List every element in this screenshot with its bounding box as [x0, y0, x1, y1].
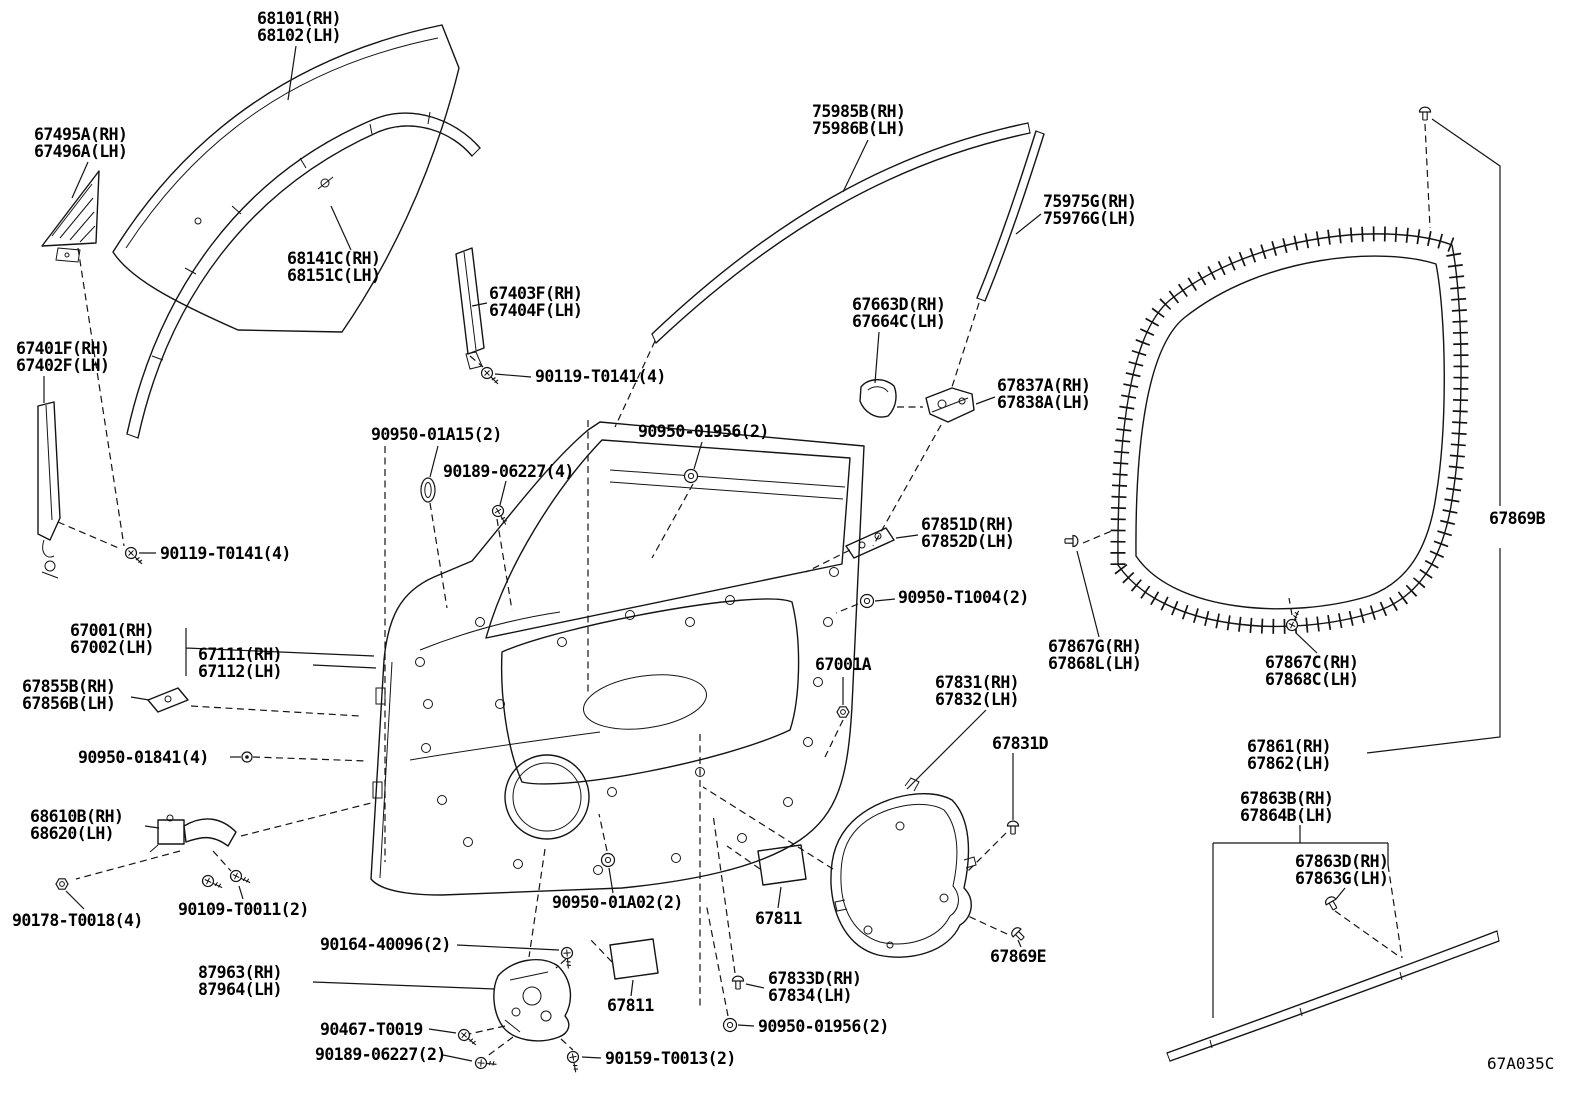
part-label-67861: 67861(RH) 67862(LH) [1247, 737, 1332, 773]
part-label-67663D: 67663D(RH) 67664C(LH) [852, 295, 946, 331]
part-label-67867C: 67867C(RH) 67868C(LH) [1265, 653, 1359, 689]
leader-lines [43, 45, 1501, 1062]
opening-weatherstrip-drawing [1110, 226, 1469, 634]
screw-icon [457, 1027, 477, 1048]
frame-cover-drawing [859, 379, 975, 423]
part-label-90159-T0013: 90159-T0013(2) [605, 1049, 736, 1068]
division-channel-drawing [455, 247, 485, 370]
part-label-90950-T1004: 90950-T1004(2) [898, 588, 1029, 607]
screw-icon [480, 366, 499, 385]
grommet-icon [683, 468, 699, 484]
door-glass-drawing [112, 24, 460, 333]
clip-icon [731, 975, 745, 990]
lower-molding-drawing [1166, 930, 1500, 1062]
screw-icon [200, 871, 223, 894]
service-cover-drawing [830, 777, 977, 958]
belt-bracket-drawing [147, 527, 895, 713]
part-label-90178-T0018: 90178-T0018(4) [12, 911, 143, 930]
part-label-90119-T0141-a: 90119-T0141(4) [535, 367, 666, 386]
part-label-68101: 68101(RH) 68102(LH) [256, 9, 342, 45]
grommet-icon [859, 593, 875, 609]
dashed-lines [57, 123, 1431, 1058]
rivet-icon [241, 751, 253, 763]
part-label-90950-01A02: 90950-01A02(2) [552, 893, 683, 912]
part-label-67833D: 67833D(RH) 67834(LH) [768, 969, 862, 1005]
part-label-67111: 67111(RH) 67112(LH) [198, 645, 283, 681]
glass-run-channel-drawing [126, 111, 481, 439]
part-label-90950-01841: 90950-01841(4) [78, 748, 209, 767]
part-label-90119-T0141-b: 90119-T0141(4) [160, 544, 291, 563]
seal-ring-icon [420, 477, 436, 503]
part-label-90109-T0011: 90109-T0011(2) [178, 900, 309, 919]
screw-icon [555, 944, 580, 970]
part-label-67863B: 67863B(RH) 67864B(LH) [1240, 789, 1334, 825]
part-label-67403F: 67403F(RH) 67404F(LH) [489, 284, 583, 320]
part-label-90189-06227-a: 90189-06227(4) [443, 462, 574, 481]
part-label-67401F: 67401F(RH) 67402F(LH) [16, 339, 110, 375]
screw-icon [228, 866, 251, 889]
part-label-67869E: 67869E [990, 947, 1047, 966]
corner-trim-drawing [41, 170, 100, 263]
part-label-67855B: 67855B(RH) 67856B(LH) [22, 677, 116, 713]
fastener-icons [55, 106, 1432, 1076]
seal-ring-icon [424, 482, 432, 498]
grommet-icon [722, 1017, 738, 1033]
clip-icon [1064, 534, 1079, 548]
part-label-90189-06227-b: 90189-06227(2) [315, 1045, 446, 1064]
front-sash-drawing [37, 401, 61, 579]
part-label-67831: 67831(RH) 67832(LH) [935, 673, 1020, 709]
part-label-90950-01A15: 90950-01A15(2) [371, 425, 502, 444]
part-label-67811-a: 67811 [755, 909, 802, 928]
part-label-67851D: 67851D(RH) 67852D(LH) [921, 515, 1015, 551]
part-label-90950-01956-a: 90950-01956(2) [638, 422, 769, 441]
part-label-75985B: 75985B(RH) 75986B(LH) [812, 102, 906, 138]
part-label-67863D: 67863D(RH) 67863G(LH) [1295, 852, 1389, 888]
screw-icon [472, 1051, 498, 1076]
screw-icon [561, 1048, 586, 1073]
part-label-67867G: 67867G(RH) 67868L(LH) [1048, 637, 1142, 673]
part-label-68141C: 68141C(RH) 68151C(LH) [287, 249, 381, 285]
nut-icon [55, 878, 69, 890]
part-label-87963: 87963(RH) 87964(LH) [198, 963, 283, 999]
part-label-67001: 67001(RH) 67002(LH) [70, 621, 155, 657]
part-label-67831D: 67831D [992, 734, 1049, 753]
pin-icon [1418, 106, 1432, 121]
part-label-67811-b: 67811 [607, 996, 654, 1015]
lock-assembly-drawing [493, 959, 572, 1042]
part-label-67837A: 67837A(RH) 67838A(LH) [997, 376, 1091, 412]
part-label-75975G: 75975G(RH) 75976G(LH) [1043, 192, 1137, 228]
screw-icon [489, 503, 511, 526]
screw-icon [124, 546, 143, 565]
part-label-67495A: 67495A(RH) 67496A(LH) [34, 125, 128, 161]
part-label-90467-T0019: 90467-T0019 [320, 1020, 423, 1039]
part-label-90164-40096: 90164-40096(2) [320, 935, 451, 954]
part-label-67869B: 67869B [1489, 509, 1546, 528]
door-check-drawing [149, 814, 237, 853]
outer-molding-drawing [651, 122, 1045, 344]
pad-drawing [609, 844, 807, 980]
grommet-icon [600, 852, 616, 868]
part-label-68610B: 68610B(RH) 68620(LH) [30, 807, 124, 843]
part-label-67001A: 67001A [815, 655, 872, 674]
diagram-code: 67A035C [1487, 1054, 1555, 1073]
nut-icon [836, 706, 850, 718]
door-panel-drawing [370, 421, 865, 896]
screw-icon [1282, 610, 1305, 633]
clip-icon [1006, 820, 1020, 835]
part-label-90950-01956-b: 90950-01956(2) [758, 1017, 889, 1036]
